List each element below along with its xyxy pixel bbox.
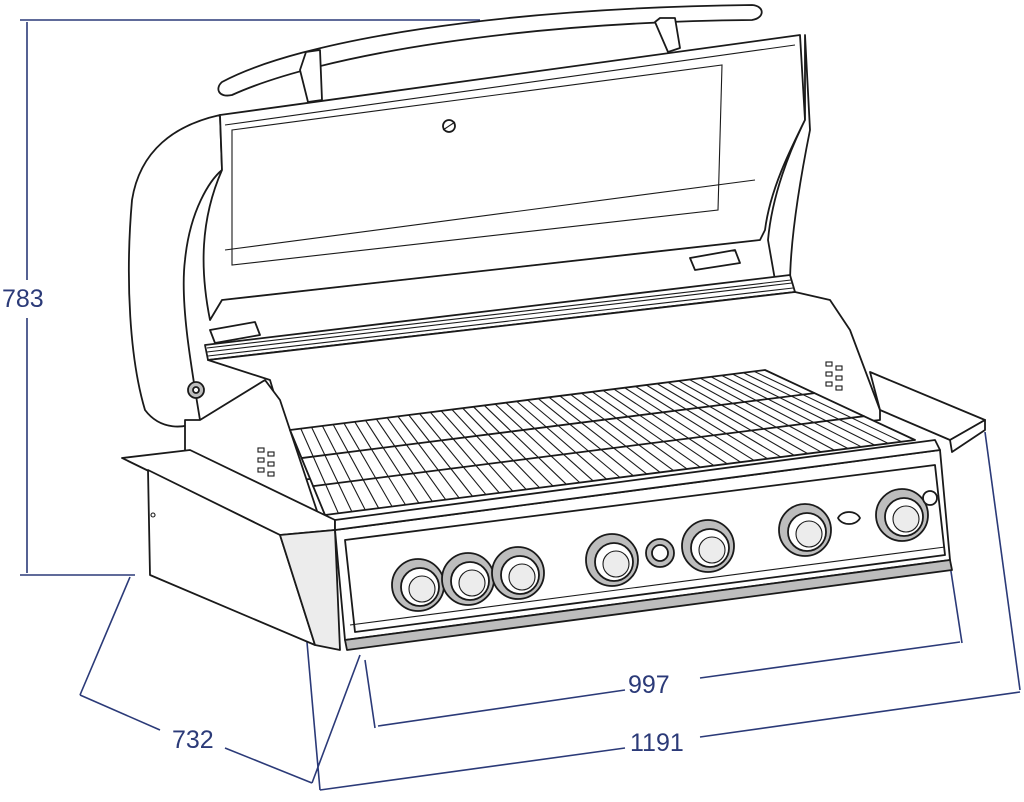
grate-bar: [764, 369, 916, 441]
grate-bar: [321, 425, 366, 511]
grate-bar: [581, 392, 688, 470]
light-button: [922, 490, 938, 506]
dimension-labels: 783 732 997 1191: [2, 285, 684, 757]
grate-bar: [440, 410, 514, 492]
grate-bar: [462, 407, 540, 489]
burner-knob: [585, 533, 639, 587]
grate-bar: [494, 403, 581, 484]
grate-bar: [689, 379, 822, 453]
grate-bar: [656, 383, 782, 458]
grate-bar: [365, 420, 420, 504]
grate-bar: [300, 428, 339, 514]
grate-bar: [343, 422, 393, 507]
grate-crossbar: [300, 392, 816, 459]
igniter-button: [645, 538, 675, 568]
dimension-lines: [20, 19, 1021, 791]
grate-bar: [645, 384, 768, 460]
grate-bar: [386, 417, 447, 500]
grate-bar: [570, 394, 674, 472]
grate-bar: [732, 373, 876, 446]
depth-label: 732: [172, 726, 214, 754]
grate-bar: [699, 377, 835, 451]
burner-knob: [391, 558, 445, 612]
grate-bar: [429, 411, 500, 494]
grate-bar: [743, 372, 889, 444]
grate-bar: [451, 409, 527, 490]
grate-bar: [483, 405, 567, 485]
grate-bar: [505, 402, 594, 482]
warming-rack: [204, 249, 796, 361]
logo-mark: [837, 511, 861, 525]
burner-knob: [681, 519, 735, 573]
front-width-label: 997: [628, 671, 670, 699]
grate-bar: [667, 381, 795, 456]
vent-holes-right: [825, 361, 843, 391]
height-label: 783: [2, 285, 44, 313]
grate-bar: [753, 370, 902, 443]
grill-illustration: [121, 4, 986, 651]
grate-bar: [710, 376, 849, 450]
grate-bar: [624, 387, 741, 463]
burner-knob: [778, 503, 832, 557]
lid-side-left: [128, 114, 223, 428]
grate-bar: [548, 396, 648, 475]
grate-bar: [311, 427, 353, 512]
burner-knob: [875, 488, 929, 542]
grate-bar: [408, 414, 473, 497]
grate-bar: [613, 388, 728, 465]
burner-knob: [491, 546, 545, 600]
grate-bar: [375, 418, 433, 502]
grate-bar: [473, 406, 554, 487]
lid-handle: [217, 4, 763, 97]
grate-bar: [354, 421, 406, 506]
grate-bar: [527, 399, 621, 478]
lid-back: [202, 34, 806, 321]
grate-bar: [591, 391, 701, 468]
grate-crossbar: [312, 415, 865, 488]
control-knobs: [391, 488, 929, 612]
cooking-grates: [289, 369, 916, 516]
grate-bar: [289, 429, 326, 516]
grate-bar: [397, 416, 460, 499]
grate-bar: [635, 385, 755, 461]
grate-bar: [602, 389, 715, 467]
grate-bar: [419, 413, 487, 495]
grate-bar: [678, 380, 808, 455]
grate-bar: [559, 395, 661, 473]
grate-bar: [721, 374, 862, 448]
grate-bar: [537, 398, 634, 477]
overall-width-label: 1191: [630, 729, 684, 757]
grate-bar: [332, 424, 380, 509]
vent-holes-left: [257, 447, 275, 477]
burner-knob: [441, 552, 495, 606]
grate-bar: [516, 400, 607, 480]
